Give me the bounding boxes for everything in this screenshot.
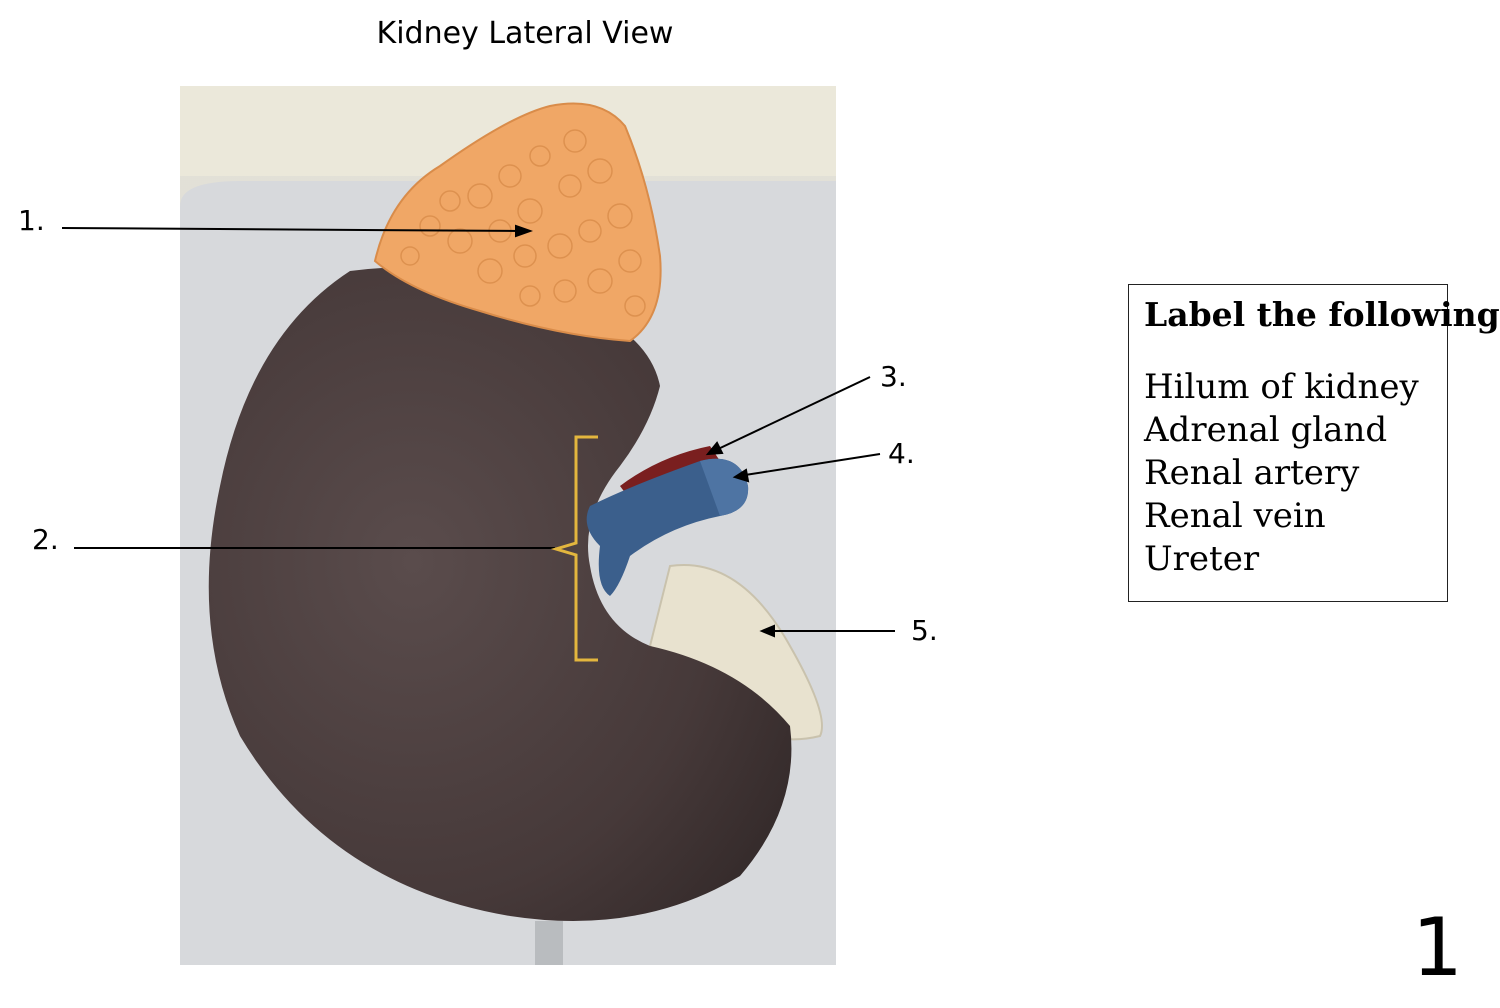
- word-bank-item: Adrenal gland: [1144, 410, 1388, 450]
- label-number-4: 4.: [888, 437, 915, 470]
- kidney-model-photo: [180, 86, 836, 965]
- word-bank-heading: Label the following: [1144, 295, 1500, 334]
- label-number-3: 3.: [880, 360, 907, 393]
- word-bank-item: Hilum of kidney: [1144, 367, 1419, 407]
- page-number: 1: [1412, 901, 1463, 994]
- word-bank-list: Hilum of kidney Adrenal gland Renal arte…: [1144, 366, 1447, 581]
- word-bank-item: Renal vein: [1144, 496, 1326, 536]
- word-bank-box: Label the following Hilum of kidney Adre…: [1128, 284, 1500, 602]
- kidney-body: [208, 267, 792, 921]
- label-number-5: 5.: [911, 614, 938, 647]
- label-number-2: 2.: [32, 523, 59, 556]
- adrenal-gland: [373, 102, 662, 343]
- renal-vein: [586, 458, 749, 596]
- diagram-title: Kidney Lateral View: [376, 16, 674, 51]
- word-bank-item: Ureter: [1144, 539, 1260, 579]
- label-number-1: 1.: [18, 204, 45, 237]
- word-bank-item: Renal artery: [1144, 453, 1360, 493]
